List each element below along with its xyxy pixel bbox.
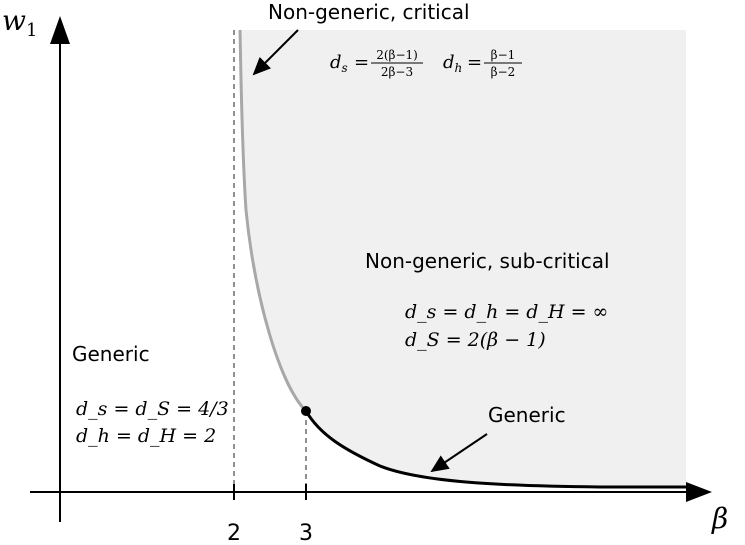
ds-denominator: 2β−3 xyxy=(381,65,413,79)
subcritical-eq-2: d_S = 2(β − 1) xyxy=(405,329,546,351)
x-tick-label-2: 2 xyxy=(227,521,241,545)
subcritical-eq-1: d_s = d_h = d_H = ∞ xyxy=(405,301,608,323)
generic-left-eq-1: d_s = d_S = 4/3 xyxy=(76,398,229,420)
generic-right-label: Generic xyxy=(488,403,566,427)
generic-left-eq-2: d_h = d_H = 2 xyxy=(76,425,216,447)
generic-arrow xyxy=(430,433,488,473)
ds-numerator: 2(β−1) xyxy=(376,48,418,62)
generic-left-label: Generic xyxy=(72,342,150,366)
dh-numerator: β−1 xyxy=(491,48,516,62)
svg-text:=: = xyxy=(467,52,482,73)
critical-arrow xyxy=(252,29,299,76)
critical-curve xyxy=(238,29,308,413)
critical-formula-ds: ds = 2(β−1) 2β−3 xyxy=(330,48,423,79)
x-axis-label: β xyxy=(711,502,728,535)
svg-text:ds: ds xyxy=(330,52,348,75)
critical-region-label: Non-generic, critical xyxy=(268,0,470,24)
svg-text:=: = xyxy=(354,52,369,73)
x-axis-arrow xyxy=(686,482,712,502)
critical-formula-dh: dh = β−1 β−2 xyxy=(443,48,522,79)
y-axis-arrow xyxy=(50,16,70,44)
x-tick-label-3: 3 xyxy=(299,521,313,545)
y-axis-label: w1 xyxy=(2,4,37,41)
generic-curve xyxy=(304,410,690,489)
transition-point xyxy=(301,406,311,416)
subcritical-region xyxy=(240,30,686,486)
subcritical-label: Non-generic, sub-critical xyxy=(365,249,610,273)
svg-text:dh: dh xyxy=(443,52,462,75)
dh-denominator: β−2 xyxy=(491,65,516,79)
